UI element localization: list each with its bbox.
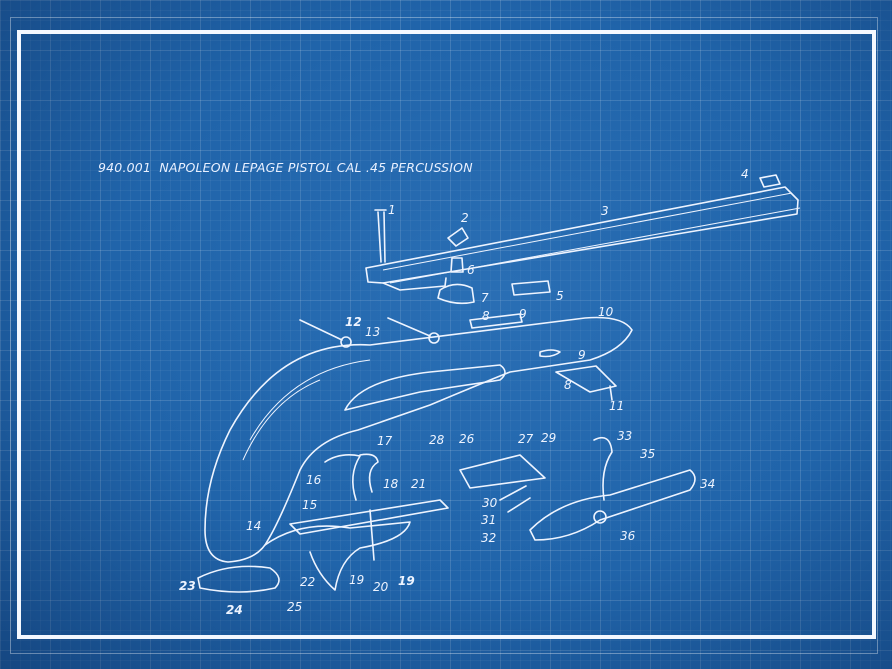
part-label: 16 [306,473,322,487]
part-label: 31 [481,513,496,527]
part-label: 6 [467,263,475,277]
sight-and-nipple [437,227,475,305]
part-label: 9 [578,348,586,362]
part-label: 24 [226,603,243,617]
part-label: 9 [519,307,527,321]
part-label: 11 [609,399,624,413]
part-label: 30 [482,496,498,510]
part-label: 21 [411,477,426,491]
part-label: 2 [461,211,469,225]
part-label: 10 [598,305,614,319]
part-label: 23 [179,579,196,593]
part-label: 26 [459,432,475,446]
outer-border [10,17,878,654]
part-label: 12 [345,315,362,329]
part-label: 3 [601,204,609,218]
part-label: 28 [429,433,445,447]
part-label: 14 [246,519,261,533]
part-label: 29 [541,431,556,445]
part-label: 35 [640,447,655,461]
part-label: 33 [617,429,632,443]
stock-fittings [469,313,617,401]
stock [204,316,633,563]
lock-screws [299,317,440,348]
part-label: 34 [700,477,715,491]
part-label: 7 [481,291,489,305]
part-label: 8 [482,309,490,323]
barrel-pin [374,209,387,263]
part-label: 15 [302,498,317,512]
trigger-assembly [289,453,449,561]
part-label: 13 [365,325,380,339]
part-label: 8 [564,378,572,392]
lock-mechanism [459,436,696,541]
part-label: 17 [377,434,393,448]
part-label: 20 [373,580,389,594]
part-label: 19 [349,573,364,587]
trigger-guard-and-buttplate [197,521,411,593]
part-labels: 1 2 3 4 5 6 7 8 9 8 9 10 11 12 13 14 15 … [179,167,749,617]
blueprint-frame [17,30,876,639]
part-label: 5 [556,289,564,303]
part-label: 25 [287,600,302,614]
part-label: 32 [481,531,496,545]
barrel [365,174,801,291]
part-label: 22 [300,575,315,589]
part-label: 19 [398,574,415,588]
diagram-title: 940.001 NAPOLEON LEPAGE PISTOL CAL .45 P… [98,160,473,175]
part-label: 36 [620,529,636,543]
part-label: 4 [741,167,749,181]
part-label: 1 [388,203,396,217]
part-label: 27 [518,432,534,446]
barrel-wedge [511,280,551,296]
part-label: 18 [383,477,399,491]
